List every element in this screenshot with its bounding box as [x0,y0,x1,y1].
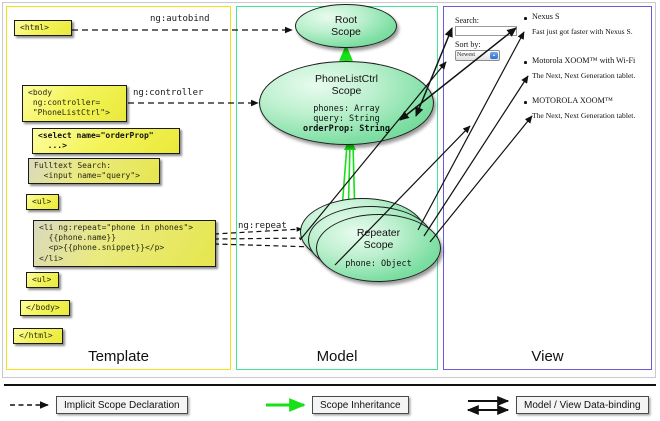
scope-phonelistctrl-scope: PhoneListCtrl Scope phones: Array query:… [259,61,434,145]
phone-snippet: The Next, Next Generation tablet. [532,71,636,80]
panel-view-label: View [531,348,564,365]
connector-label-ng-autobind: ng:autobind [150,14,210,24]
code-box-body-close: </body> [20,300,70,317]
panel-template-label: Template [88,348,149,365]
code-box-body-open: <body ng:controller= "PhoneListCtrl"> [22,85,127,122]
phonelistctrl-scope-title-2: Scope [331,85,362,97]
phone-name: MOTOROLA XOOM™ [532,96,613,105]
list-bullet [524,61,527,64]
root-scope-title-1: Root [334,14,358,26]
phonelistctrl-scope-prop-phones: phones: Array [313,104,380,114]
code-box-html-open: <html> [14,20,72,37]
scope-repeater-scope: Repeater Scope phone: Object [316,214,441,282]
legend-model-view-data-binding: Model / View Data-binding [516,396,649,414]
view-sort-label: Sort by: [455,40,481,49]
panel-model-label: Model [316,348,358,365]
scope-root-scope: Root Scope [295,4,397,48]
phone-name: Motorola XOOM™ with Wi-Fi [532,56,636,65]
repeater-scope-title-1: Repeater [356,227,401,239]
list-item: Nexus S Fast just got faster with Nexus … [532,12,633,36]
list-bullet [524,101,527,104]
legend-scope-inheritance: Scope Inheritance [312,396,409,414]
chevron-down-icon [490,52,498,59]
code-box-fulltext-search: Fulltext Search: <input name="query"> [28,158,160,185]
search-input[interactable] [455,26,517,36]
repeater-scope-title-2: Scope [363,239,394,251]
code-box-ul-close: <ul> [26,272,59,289]
repeater-scope-prop-phone: phone: Object [345,259,412,269]
code-box-select: <select name="orderProp" ...> [32,128,180,155]
sort-by-selected-value: Newest [457,52,475,58]
phone-snippet: The Next, Next Generation tablet. [532,111,636,120]
phonelistctrl-scope-prop-orderprop: orderProp: String [303,124,390,134]
code-box-html-close: </html> [13,328,63,345]
phonelistctrl-scope-prop-query: query: String [313,114,380,124]
list-item: Motorola XOOM™ with Wi-Fi The Next, Next… [532,56,635,80]
list-bullet [524,17,527,20]
root-scope-title-2: Scope [331,26,361,38]
connector-label-ng-controller: ng:controller [133,88,204,98]
phone-snippet: Fast just got faster with Nexus S. [532,27,633,36]
sort-by-select[interactable]: Newest [455,50,500,61]
list-item: MOTOROLA XOOM™ The Next, Next Generation… [532,96,635,120]
code-box-ul-open: <ul> [26,194,59,211]
code-box-li-repeat: <li ng:repeat="phone in phones"> {{phone… [33,220,216,267]
phonelistctrl-scope-title-1: PhoneListCtrl [314,73,379,85]
legend-divider [4,384,656,386]
connector-label-ng-repeat: ng:repeat [238,221,287,231]
phone-name: Nexus S [532,12,560,21]
legend-implicit-scope-declaration: Implicit Scope Declaration [56,396,188,414]
view-search-label: Search: [455,16,479,25]
